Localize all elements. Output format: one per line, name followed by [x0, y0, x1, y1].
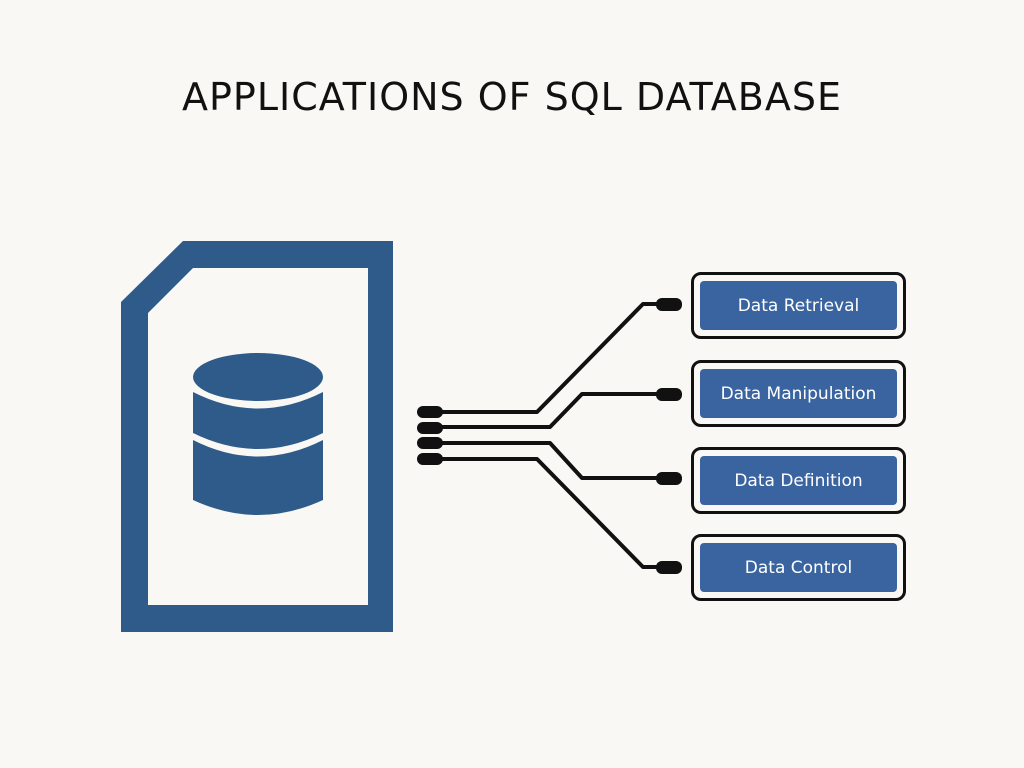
application-label: Data Control	[700, 543, 897, 592]
application-box-data-retrieval: Data Retrieval	[691, 272, 906, 339]
connector-line-3	[432, 441, 662, 480]
application-label: Data Manipulation	[700, 369, 897, 418]
plug-right-2	[656, 388, 682, 401]
application-box-data-manipulation: Data Manipulation	[691, 360, 906, 427]
plug-right-4	[656, 561, 682, 574]
application-label: Data Definition	[700, 456, 897, 505]
application-box-data-definition: Data Definition	[691, 447, 906, 514]
connector-plugs	[417, 298, 682, 574]
plug-left-1	[417, 406, 443, 418]
plug-left-4	[417, 453, 443, 465]
plug-right-1	[656, 298, 682, 311]
page-title: APPLICATIONS OF SQL DATABASE	[182, 75, 842, 119]
connector-line-2	[432, 392, 662, 429]
connector-line-1	[432, 302, 662, 414]
plug-left-2	[417, 422, 443, 434]
plug-left-3	[417, 437, 443, 449]
plug-right-3	[656, 472, 682, 485]
document-outline	[121, 241, 393, 632]
database-document-icon	[121, 241, 393, 632]
application-box-data-control: Data Control	[691, 534, 906, 601]
connector-lines	[432, 302, 662, 569]
application-label: Data Retrieval	[700, 281, 897, 330]
database-icon	[193, 353, 323, 515]
connector-line-4	[432, 457, 662, 569]
